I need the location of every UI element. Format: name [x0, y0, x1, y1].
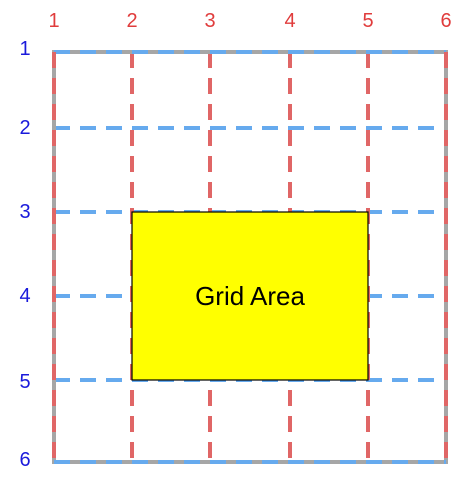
column-number-1: 1 — [48, 10, 59, 32]
row-number-2: 2 — [19, 117, 30, 139]
column-number-5: 5 — [362, 10, 373, 32]
row-number-4: 4 — [19, 285, 30, 307]
grid-area-rect — [131, 211, 369, 381]
row-number-5: 5 — [19, 371, 30, 393]
row-number-3: 3 — [19, 201, 30, 223]
row-number-1: 1 — [19, 38, 30, 60]
column-number-3: 3 — [204, 10, 215, 32]
column-number-6: 6 — [440, 10, 451, 32]
outer-border — [52, 50, 448, 464]
column-number-2: 2 — [126, 10, 137, 32]
row-number-6: 6 — [19, 449, 30, 471]
grid-area: Grid Area — [131, 211, 369, 381]
grid-area-label: Grid Area — [195, 281, 305, 311]
row-line-numbers: 1 2 3 4 5 6 — [19, 38, 30, 471]
column-number-4: 4 — [284, 10, 295, 32]
column-line-numbers: 1 2 3 4 5 6 — [48, 10, 451, 32]
